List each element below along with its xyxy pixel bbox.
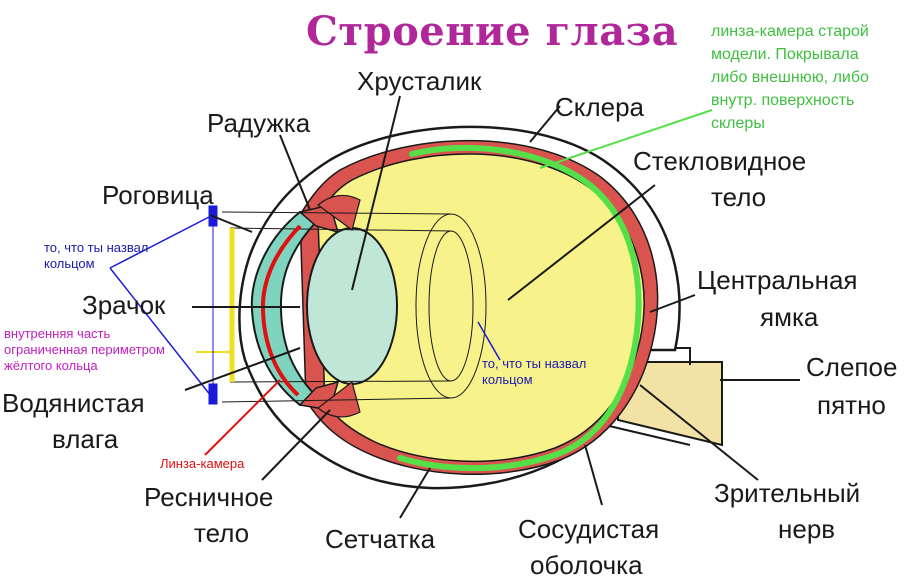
label-ciliary-2: тело bbox=[194, 518, 250, 548]
label-lens: Хрусталик bbox=[357, 66, 482, 96]
label-blind-spot-1: Слепое bbox=[806, 352, 898, 382]
label-choroid-2: оболочка bbox=[530, 550, 643, 580]
note-ring-right: то, что ты назвал кольцом bbox=[482, 356, 587, 387]
label-choroid-1: Сосудистая bbox=[518, 514, 660, 544]
label-vitreous-2: тело bbox=[711, 182, 767, 212]
label-fovea-1: Центральная bbox=[697, 265, 858, 295]
label-ciliary-1: Ресничное bbox=[144, 482, 274, 512]
ciliary-bottom bbox=[317, 380, 361, 418]
note-ring-left: то, что ты назвал кольцом bbox=[44, 240, 149, 271]
label-pupil: Зрачок bbox=[82, 290, 166, 320]
label-cornea: Роговица bbox=[102, 180, 214, 210]
label-fovea-2: ямка bbox=[760, 302, 819, 332]
page-title: Строение глаза bbox=[306, 8, 679, 55]
label-sclera: Склера bbox=[555, 92, 644, 122]
label-blind-spot-2: пятно bbox=[817, 390, 886, 420]
label-optic-nerve-2: нерв bbox=[778, 514, 836, 544]
label-vitreous-1: Стекловидное bbox=[633, 146, 807, 176]
pointer-lines bbox=[184, 95, 800, 519]
red-marker-lens-camera bbox=[260, 224, 302, 397]
label-retina: Сетчатка bbox=[325, 524, 436, 554]
green-marker-retina bbox=[397, 144, 642, 472]
lens-shape bbox=[306, 227, 398, 385]
ring-cylinder bbox=[221, 211, 487, 403]
label-iris: Радужка bbox=[207, 108, 311, 138]
note-inner-part: внутренняя часть ограниченная периметром… bbox=[4, 326, 165, 373]
note-old-model: линза-камера старой модели. Покрывала ли… bbox=[711, 23, 869, 132]
label-optic-nerve-1: Зрительный bbox=[714, 478, 861, 508]
label-aqueous-2: влага bbox=[52, 424, 119, 454]
note-lens-camera: Линза-камера bbox=[160, 456, 245, 471]
label-aqueous-1: Водянистая bbox=[2, 388, 145, 418]
